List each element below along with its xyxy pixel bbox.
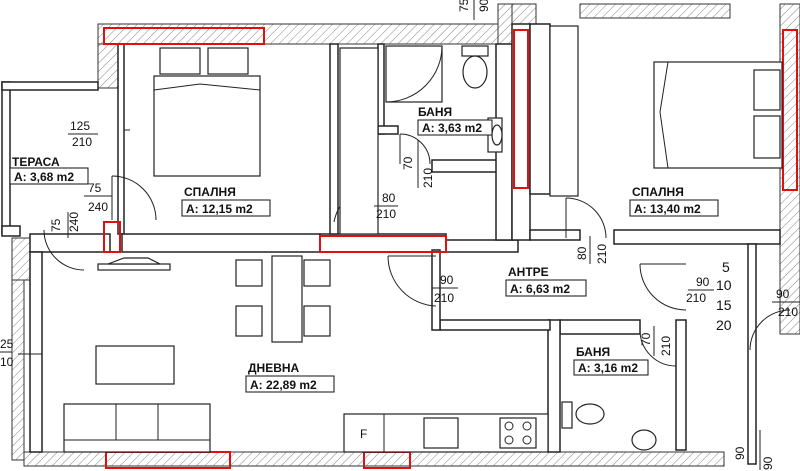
- interior-walls: [1, 23, 781, 465]
- svg-text:210: 210: [72, 135, 92, 149]
- bath1-area: A: 3,63 m2: [422, 121, 482, 135]
- svg-text:10: 10: [716, 277, 732, 293]
- exterior-walls: [11, 3, 800, 467]
- room-labels: ТЕРАСА A: 3,68 m2 СПАЛНЯ A: 12,15 m2 БАН…: [9, 105, 719, 393]
- svg-text:20: 20: [716, 317, 732, 333]
- svg-text:80: 80: [575, 246, 589, 260]
- svg-text:240: 240: [88, 200, 108, 214]
- svg-text:15: 15: [716, 297, 732, 313]
- terrace-name: ТЕРАСА: [12, 155, 60, 169]
- bath2-name: БАНЯ: [576, 345, 610, 359]
- svg-text:240: 240: [67, 212, 81, 232]
- bed-left: [153, 75, 261, 177]
- fridge-label: F: [360, 427, 367, 441]
- furniture: [63, 25, 783, 453]
- bedroom2-area: A: 13,40 m2: [634, 202, 701, 216]
- svg-text:210: 210: [659, 336, 673, 356]
- svg-text:70: 70: [401, 156, 415, 170]
- svg-text:70: 70: [639, 332, 653, 346]
- svg-text:90: 90: [440, 273, 454, 287]
- svg-text:210: 210: [434, 291, 454, 305]
- bedroom2-name: СПАЛНЯ: [632, 185, 684, 199]
- svg-text:210: 210: [421, 168, 435, 188]
- svg-text:25: 25: [0, 337, 14, 351]
- living-area: A: 22,89 m2: [250, 378, 317, 392]
- bedroom1-name: СПАЛНЯ: [184, 185, 236, 199]
- svg-text:210: 210: [376, 207, 396, 221]
- living-name: ДНЕВНА: [248, 361, 300, 375]
- svg-text:90: 90: [696, 275, 710, 289]
- bath1-name: БАНЯ: [418, 105, 452, 119]
- hall-name: АНТРЕ: [508, 265, 549, 279]
- svg-text:90: 90: [477, 0, 491, 12]
- svg-text:210: 210: [595, 244, 609, 264]
- svg-text:90: 90: [776, 287, 790, 301]
- scale-legend: 5 10 15 20: [716, 259, 732, 333]
- svg-text:210: 210: [686, 291, 706, 305]
- svg-text:75: 75: [457, 0, 471, 12]
- svg-text:10: 10: [0, 355, 14, 369]
- svg-text:90: 90: [761, 456, 775, 470]
- svg-text:80: 80: [382, 191, 396, 205]
- hall-area: A: 6,63 m2: [510, 282, 570, 296]
- bedroom1-area: A: 12,15 m2: [186, 202, 253, 216]
- svg-text:75: 75: [49, 218, 63, 232]
- svg-text:5: 5: [722, 259, 730, 275]
- svg-text:125: 125: [70, 119, 90, 133]
- bath2-area: A: 3,16 m2: [578, 361, 638, 375]
- svg-text:75: 75: [88, 181, 102, 195]
- svg-text:90: 90: [733, 446, 747, 460]
- svg-text:210: 210: [778, 305, 798, 319]
- terrace-area: A: 3,68 m2: [14, 170, 74, 184]
